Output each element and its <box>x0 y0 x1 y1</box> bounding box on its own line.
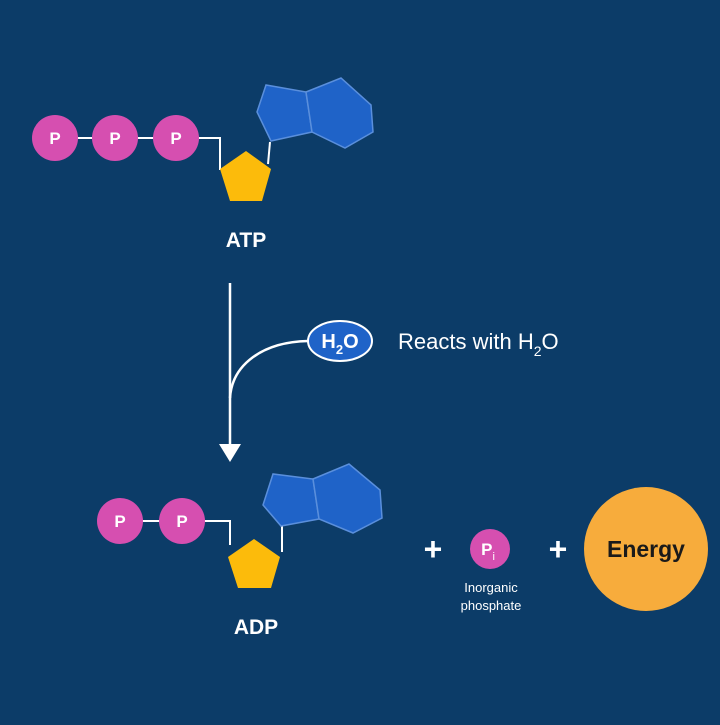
atp-ribose-adenine-link <box>267 141 271 165</box>
adp-phosphate-1-label: P <box>114 512 125 531</box>
water-badge-text: H2O <box>321 331 358 357</box>
water-molecule-badge: H2O <box>307 320 373 362</box>
inorganic-phosphate-caption-line2: phosphate <box>461 598 522 613</box>
adp-phosphate-2: P <box>159 498 205 544</box>
atp-phosphate-2-label: P <box>109 129 120 148</box>
inorganic-phosphate-caption-line1: Inorganic <box>464 580 518 595</box>
atp-phosphate-3: P <box>153 115 199 161</box>
inorganic-phosphate: Pi Inorganic phosphate <box>461 529 522 613</box>
adp-adenine-hexagon <box>312 463 383 534</box>
adp-phosphate-1: P <box>97 498 143 544</box>
adp-label: ADP <box>234 616 278 639</box>
energy-circle <box>584 487 708 611</box>
reaction-arrow-head <box>219 444 241 462</box>
energy-product: Energy <box>584 487 708 611</box>
reaction-arrow <box>219 283 309 462</box>
atp-adenine-pentagon <box>256 84 313 142</box>
energy-label: Energy <box>607 536 685 562</box>
adp-molecule: P P ADP <box>97 463 383 639</box>
plus-sign-2: + <box>549 531 568 567</box>
atp-phosphate-3-label: P <box>170 129 181 148</box>
plus-sign-1: + <box>424 531 443 567</box>
atp-adenine-hexagon <box>305 77 374 149</box>
adp-phosphate-2-label: P <box>176 512 187 531</box>
inorganic-phosphate-circle <box>470 529 510 569</box>
reaction-caption: Reacts with H2O <box>398 329 559 359</box>
atp-label: ATP <box>226 229 266 252</box>
atp-molecule: P P P ATP <box>32 77 374 252</box>
atp-phosphate-1: P <box>32 115 78 161</box>
adp-adenine-pentagon <box>262 473 320 527</box>
atp-phosphate-1-label: P <box>49 129 60 148</box>
atp-phosphate-2: P <box>92 115 138 161</box>
inorganic-phosphate-symbol: Pi <box>481 540 495 563</box>
water-curve-line <box>228 339 309 399</box>
adp-phosphate-chain-line <box>120 520 231 545</box>
adp-ribose-pentagon <box>228 539 280 588</box>
atp-ribose-pentagon <box>220 151 271 201</box>
